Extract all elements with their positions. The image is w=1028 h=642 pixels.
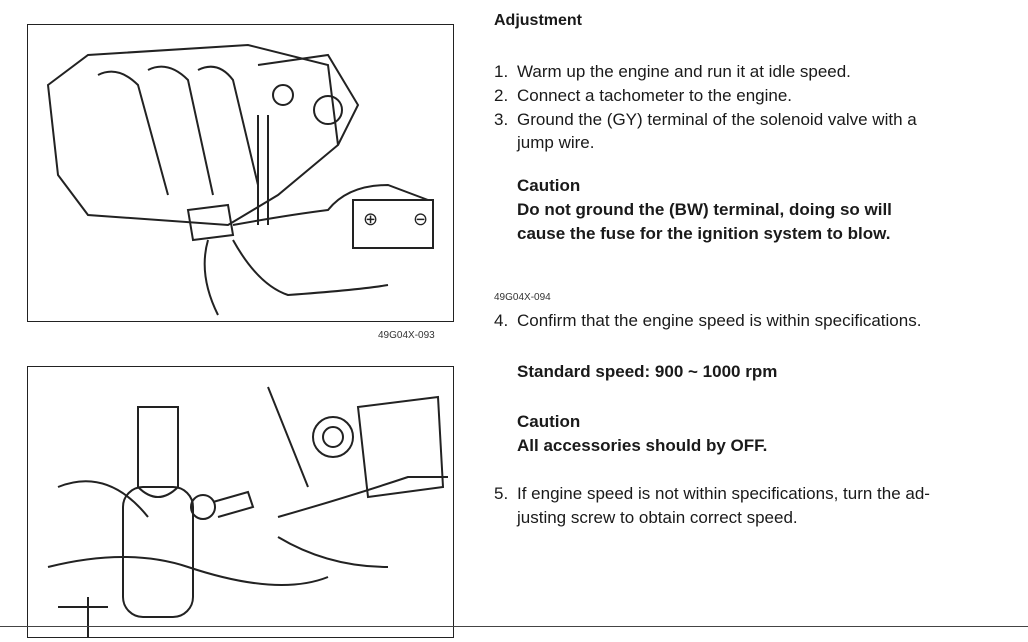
step-text: justing screw to obtain correct speed. xyxy=(517,508,798,527)
figure-adjusting-screw xyxy=(27,366,454,638)
figure-caption: 49G04X-093 xyxy=(378,330,435,341)
svg-text:⊕: ⊕ xyxy=(363,209,378,229)
svg-text:⊖: ⊖ xyxy=(413,209,428,229)
caution-text: cause the fuse for the ignition system t… xyxy=(517,224,891,243)
page-divider xyxy=(0,626,1028,627)
engine-illustration-1: ⊕ ⊖ xyxy=(46,43,434,316)
step-text: Confirm that the engine speed is within … xyxy=(517,311,922,330)
caution-text: All accessories should by OFF. xyxy=(517,436,768,455)
step-number: 1. xyxy=(494,62,509,81)
step-text: Connect a tachometer to the engine. xyxy=(517,86,793,105)
step-text: Ground the (GY) terminal of the solenoid… xyxy=(517,110,917,129)
section-heading: Adjustment xyxy=(494,12,582,29)
step-text: jump wire. xyxy=(517,133,595,152)
step-number: 5. xyxy=(494,484,509,503)
step-text: Warm up the engine and run it at idle sp… xyxy=(517,62,851,81)
engine-illustration-2 xyxy=(47,386,448,637)
caution-text: Do not ground the (BW) terminal, doing s… xyxy=(517,200,892,219)
figure-caption: 49G04X-094 xyxy=(494,292,551,303)
caution-title: Caution xyxy=(517,412,581,431)
figure-intake-manifold-jump-wire: ⊕ ⊖ xyxy=(27,24,454,322)
standard-speed-spec: Standard speed: 900 ~ 1000 rpm xyxy=(517,362,778,381)
step-text: If engine speed is not within specificat… xyxy=(517,484,930,503)
step-number: 2. xyxy=(494,86,509,105)
step-number: 4. xyxy=(494,311,509,330)
step-number: 3. xyxy=(494,110,509,129)
caution-title: Caution xyxy=(517,176,581,195)
